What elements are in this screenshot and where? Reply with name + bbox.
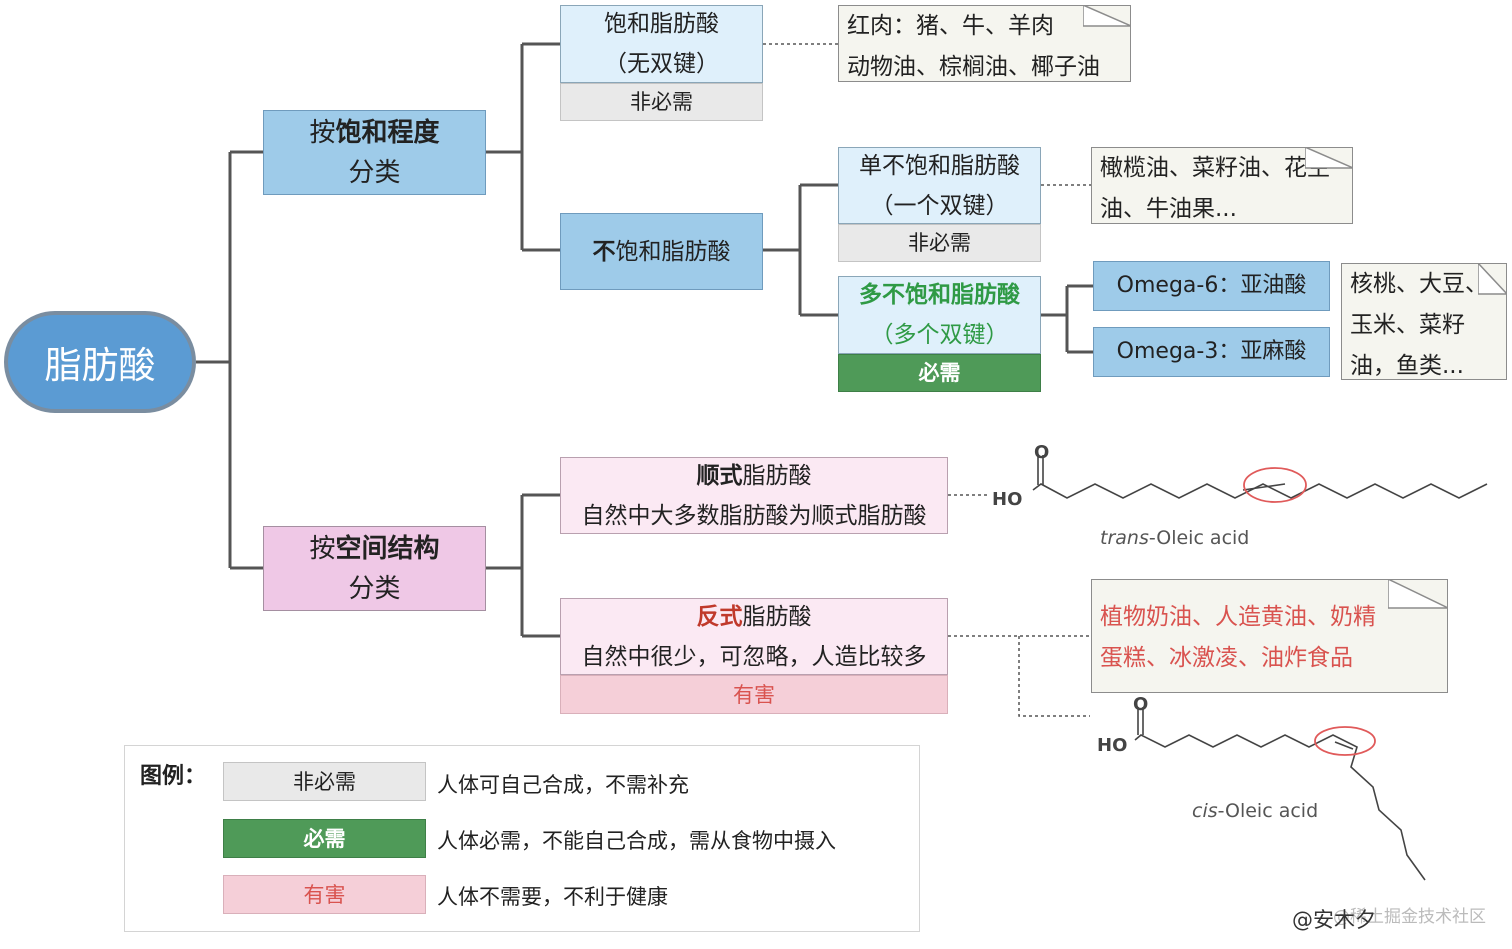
node-omega3: Omega-3：亚麻酸 <box>1093 327 1330 377</box>
root-label: 脂肪酸 <box>44 344 156 387</box>
cis-ho-label: HO <box>1097 735 1127 756</box>
note-fold-icon <box>1305 147 1353 169</box>
trans-oleic-acid-structure: HO O <box>992 442 1488 510</box>
node-unsaturated: 不饱和脂肪酸 <box>560 213 763 290</box>
trans-title: 反式脂肪酸 <box>696 603 812 630</box>
note-poly-line2: 玉米、菜籽 <box>1350 312 1465 338</box>
poly-sub: （多个双键） <box>870 322 1009 348</box>
note-trans-line2: 蛋糕、冰激凌、油炸食品 <box>1100 645 1353 671</box>
note-saturated: 红肉：猪、牛、羊肉 动物油、棕榈油、椰子油 <box>838 5 1131 82</box>
note-mono: 橄榄油、菜籽油、花生 油、牛油果... <box>1091 147 1353 224</box>
cis-caption: cis-Oleic acid <box>1192 800 1319 822</box>
note-saturated-line2: 动物油、棕榈油、椰子油 <box>847 54 1100 80</box>
trans-o-label: O <box>1034 442 1049 463</box>
saturated-sub: （无双键） <box>604 51 719 77</box>
mono-sub: （一个双键） <box>870 192 1009 219</box>
saturated-tag: 非必需 <box>560 83 763 121</box>
note-mono-line2: 油、牛油果... <box>1100 196 1237 222</box>
legend-desc-harmful: 人体不需要，不利于健康 <box>437 885 668 909</box>
category-saturation-sub: 分类 <box>348 157 401 188</box>
trans-ho-label: HO <box>992 489 1022 510</box>
trans-desc: 自然中很少，可忽略，人造比较多 <box>581 643 927 670</box>
legend-desc-nonessential: 人体可自己合成，不需补充 <box>437 773 689 797</box>
cis-o-label: O <box>1133 695 1148 715</box>
category-saturation: 按饱和程度 分类 <box>263 110 486 195</box>
watermark-author: @安木夕 <box>1292 908 1376 932</box>
category-saturation-title: 按饱和程度 <box>309 117 440 148</box>
legend-tag-nonessential: 非必需 <box>223 762 426 801</box>
note-fold-icon <box>1478 263 1507 295</box>
node-cis: 顺式脂肪酸 自然中大多数脂肪酸为顺式脂肪酸 <box>560 457 948 534</box>
legend-desc-essential: 人体必需，不能自己合成，需从食物中摄入 <box>437 829 836 853</box>
note-mono-line1: 橄榄油、菜籽油、花生 <box>1100 155 1330 181</box>
watermark-site: @稀土掘金技术社区 <box>1333 907 1486 927</box>
legend-tag-essential: 必需 <box>223 819 426 858</box>
root-node: 脂肪酸 <box>4 311 196 413</box>
mono-tag: 非必需 <box>838 224 1041 262</box>
category-structure-sub: 分类 <box>348 573 401 604</box>
note-trans: 植物奶油、人造黄油、奶精 蛋糕、冰激凌、油炸食品 <box>1091 579 1448 693</box>
cis-oleic-acid-structure: HO O <box>1097 695 1426 881</box>
node-poly-unsaturated: 多不饱和脂肪酸 （多个双键） <box>838 276 1041 354</box>
trans-tag: 有害 <box>560 675 948 714</box>
note-saturated-line1: 红肉：猪、牛、羊肉 <box>847 13 1054 39</box>
poly-tag: 必需 <box>838 354 1041 392</box>
trans-caption: trans-Oleic acid <box>1100 527 1250 549</box>
legend-title: 图例： <box>140 764 207 789</box>
category-structure: 按空间结构 分类 <box>263 526 486 611</box>
cis-title: 顺式脂肪酸 <box>696 462 812 489</box>
category-structure-title: 按空间结构 <box>309 533 440 564</box>
node-saturated: 饱和脂肪酸 （无双键） <box>560 5 763 83</box>
poly-title: 多不饱和脂肪酸 <box>859 282 1020 308</box>
unsaturated-title: 不饱和脂肪酸 <box>592 238 731 265</box>
legend-tag-harmful: 有害 <box>223 875 426 914</box>
note-fold-icon <box>1083 5 1131 27</box>
node-mono-unsaturated: 单不饱和脂肪酸 （一个双键） <box>838 147 1041 224</box>
saturated-title: 饱和脂肪酸 <box>604 11 719 37</box>
node-omega6: Omega-6：亚油酸 <box>1093 261 1330 311</box>
note-fold-icon <box>1388 579 1448 609</box>
note-trans-line1: 植物奶油、人造黄油、奶精 <box>1100 604 1376 630</box>
note-poly-line3: 油，鱼类... <box>1350 353 1464 379</box>
mono-title: 单不饱和脂肪酸 <box>859 152 1020 179</box>
node-trans: 反式脂肪酸 自然中很少，可忽略，人造比较多 <box>560 598 948 675</box>
note-poly-line1: 核桃、大豆、 <box>1350 271 1488 297</box>
cis-desc: 自然中大多数脂肪酸为顺式脂肪酸 <box>581 502 927 529</box>
legend-box <box>124 745 920 932</box>
